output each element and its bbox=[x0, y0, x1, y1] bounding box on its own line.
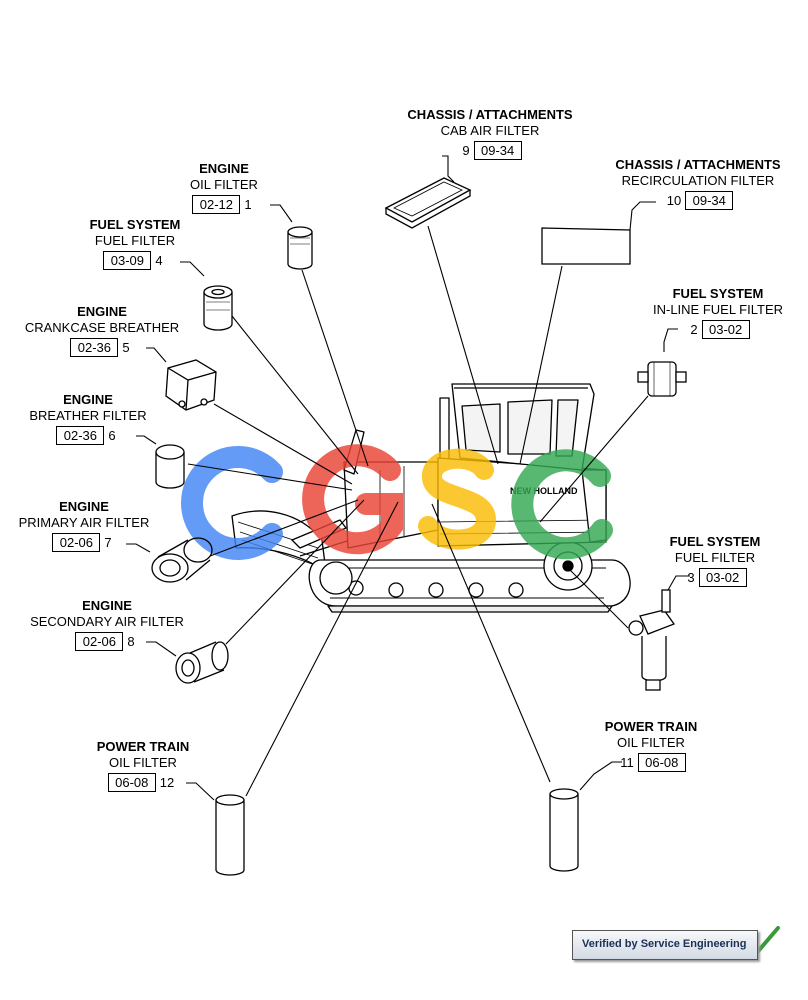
callout-system: ENGINE bbox=[63, 392, 113, 407]
watermark-c-green bbox=[511, 449, 613, 560]
callout-ref-box: 03-02 bbox=[698, 568, 747, 587]
callout-number: 7 bbox=[104, 535, 112, 550]
power-train-oil-filter-left-icon bbox=[215, 794, 245, 876]
watermark-s-yellow bbox=[418, 448, 497, 550]
callout-ref-box: 02-06 bbox=[75, 632, 124, 651]
callout-system: FUEL SYSTEM bbox=[672, 286, 764, 301]
callout-component: PRIMARY AIR FILTER bbox=[18, 515, 150, 530]
callout-system: FUEL SYSTEM bbox=[669, 534, 761, 549]
primary-air-filter-icon bbox=[151, 537, 213, 583]
watermark-g-red bbox=[302, 444, 403, 555]
callout-component: OIL FILTER bbox=[190, 177, 258, 192]
callout-component: FUEL FILTER bbox=[674, 550, 756, 565]
power-train-oil-filter-right-icon bbox=[549, 788, 579, 872]
cab-air-filter-icon bbox=[384, 177, 472, 229]
callout-component: CRANKCASE BREATHER bbox=[24, 320, 180, 335]
callout-number: 12 bbox=[159, 775, 175, 790]
callout-system: POWER TRAIN bbox=[604, 719, 698, 734]
callout-ref-box: 09-34 bbox=[685, 191, 734, 210]
callout-number: 2 bbox=[690, 322, 698, 337]
callout-number: 10 bbox=[666, 193, 682, 208]
callout-ref-box: 02-06 bbox=[52, 533, 101, 552]
callout-component: FUEL FILTER bbox=[94, 233, 176, 248]
callout-number: 4 bbox=[155, 253, 163, 268]
fuel-filter-assembly-icon bbox=[628, 589, 676, 691]
callout-number: 8 bbox=[127, 634, 135, 649]
callout-component: RECIRCULATION FILTER bbox=[621, 173, 775, 188]
callout-component: SECONDARY AIR FILTER bbox=[30, 614, 184, 629]
callout-ref-box: 03-09 bbox=[103, 251, 152, 270]
callout-ref-box: 06-08 bbox=[637, 753, 686, 772]
callout-10: CHASSIS / ATTACHMENTS RECIRCULATION FILT… bbox=[598, 157, 798, 210]
callout-system: ENGINE bbox=[199, 161, 249, 176]
callout-component: IN-LINE FUEL FILTER bbox=[652, 302, 784, 317]
dozer-illustration bbox=[231, 383, 631, 613]
verified-badge-text: Verified by Service Engineering bbox=[582, 938, 747, 950]
leader-lines bbox=[126, 155, 690, 801]
inline-fuel-filter-icon bbox=[637, 361, 687, 397]
secondary-air-filter-icon bbox=[175, 641, 229, 684]
callout-number: 1 bbox=[244, 197, 252, 212]
engine-oil-filter-icon bbox=[287, 226, 313, 270]
recirculation-filter-icon bbox=[541, 227, 631, 265]
callout-system: FUEL SYSTEM bbox=[89, 217, 181, 232]
brand-label: NEW HOLLAND bbox=[510, 486, 578, 496]
callout-component: CAB AIR FILTER bbox=[440, 123, 540, 138]
crankcase-breather-icon bbox=[165, 359, 217, 411]
callout-system: ENGINE bbox=[82, 598, 132, 613]
fuel-filter-spin-on-icon bbox=[203, 285, 233, 331]
gsc-watermark bbox=[181, 444, 613, 560]
breather-filter-icon bbox=[155, 444, 185, 489]
callout-ref-box: 02-36 bbox=[56, 426, 105, 445]
callout-ref-box: 06-08 bbox=[107, 773, 156, 792]
callout-component: BREATHER FILTER bbox=[29, 408, 147, 423]
callout-system: CHASSIS / ATTACHMENTS bbox=[407, 107, 573, 122]
filter-parts bbox=[151, 177, 687, 876]
watermark-g-blue bbox=[181, 446, 283, 560]
callout-ref-box: 09-34 bbox=[473, 141, 522, 160]
callout-system: POWER TRAIN bbox=[96, 739, 190, 754]
callout-system: ENGINE bbox=[77, 304, 127, 319]
callout-number: 9 bbox=[462, 143, 470, 158]
callout-number: 6 bbox=[108, 428, 116, 443]
callout-number: 11 bbox=[620, 755, 634, 770]
callout-ref-box: 02-36 bbox=[70, 338, 119, 357]
callout-component: OIL FILTER bbox=[617, 735, 685, 750]
verified-badge: Verified by Service Engineering bbox=[572, 930, 758, 960]
callout-number: 5 bbox=[122, 340, 130, 355]
callout-component: OIL FILTER bbox=[109, 755, 177, 770]
callout-number: 3 bbox=[687, 570, 695, 585]
callout-system: CHASSIS / ATTACHMENTS bbox=[615, 157, 781, 172]
callout-ref-box: 02-12 bbox=[192, 195, 241, 214]
callout-system: ENGINE bbox=[59, 499, 109, 514]
callout-ref-box: 03-02 bbox=[701, 320, 750, 339]
